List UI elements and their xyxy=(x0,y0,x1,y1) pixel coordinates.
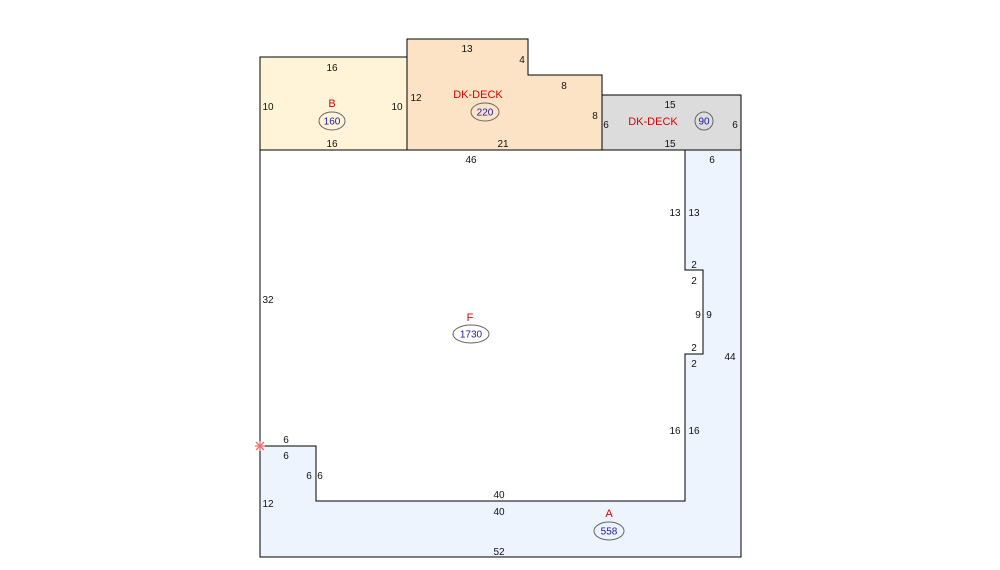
dimension-label: 9 xyxy=(695,310,701,321)
area-value-label: 1730 xyxy=(460,330,483,341)
area-name-label: DK-DECK xyxy=(453,89,503,101)
area-value-oval xyxy=(593,521,625,541)
dimension-label: 52 xyxy=(493,547,505,558)
area-name-label: F xyxy=(467,312,474,324)
area-dk2: DK-DECK 90 xyxy=(601,94,742,151)
dimension-label: 13 xyxy=(669,208,681,219)
dimension-label: 16 xyxy=(326,63,338,74)
dimension-label: 6 xyxy=(603,120,609,131)
dimension-label: 32 xyxy=(262,295,274,306)
dimension-label: 6 xyxy=(317,471,323,482)
dimension-label: 10 xyxy=(262,102,274,113)
dimension-label: 10 xyxy=(391,102,403,113)
dimension-label: 12 xyxy=(262,499,274,510)
dimension-label: 2 xyxy=(691,359,697,370)
dimension-label: 2 xyxy=(691,260,697,271)
dimension-label: 40 xyxy=(493,507,505,518)
dimension-label: 16 xyxy=(669,426,681,437)
dimension-label: 6 xyxy=(306,471,312,482)
dimension-label: 21 xyxy=(497,139,509,150)
dimension-label: 9 xyxy=(706,310,712,321)
dimension-label: 2 xyxy=(691,276,697,287)
area-f-outline xyxy=(259,149,704,502)
area-dk1-outline xyxy=(406,38,603,151)
area-value-oval xyxy=(470,102,500,122)
dimension-label: 40 xyxy=(493,490,505,501)
dimension-label: 6 xyxy=(283,435,289,446)
area-value-oval xyxy=(318,111,346,131)
area-value-label: 220 xyxy=(477,108,494,119)
dimension-label: 13 xyxy=(461,44,473,55)
dimension-label: 12 xyxy=(410,93,422,104)
area-value-label: 558 xyxy=(601,527,618,538)
dimension-label: 16 xyxy=(688,426,700,437)
dimension-label: 6 xyxy=(283,451,289,462)
area-a-outline xyxy=(259,149,742,558)
dimension-label: 15 xyxy=(664,139,676,150)
dimension-label: 46 xyxy=(465,155,477,166)
area-a: A 558 xyxy=(259,149,742,558)
dimension-label: 2 xyxy=(691,343,697,354)
dimension-label: 6 xyxy=(732,120,738,131)
area-value-label: 90 xyxy=(698,117,710,128)
dimension-label: 8 xyxy=(561,81,567,92)
area-value-label: 160 xyxy=(324,117,341,128)
dimension-label: 13 xyxy=(688,208,700,219)
area-value-oval xyxy=(694,111,714,131)
area-dk1: DK-DECK 220 xyxy=(406,38,603,151)
area-name-label: A xyxy=(605,508,613,520)
area-value-oval xyxy=(452,324,490,344)
area-name-label: DK-DECK xyxy=(628,116,678,128)
dimension-label: 15 xyxy=(664,100,676,111)
start-point-icon xyxy=(255,441,265,451)
dimension-label: 8 xyxy=(592,111,598,122)
dimension-label: 44 xyxy=(724,352,736,363)
dimension-label: 6 xyxy=(709,155,715,166)
dimension-label: 16 xyxy=(326,139,338,150)
dimension-label: 4 xyxy=(519,55,525,66)
area-name-label: B xyxy=(328,98,335,110)
area-f: F 1730 xyxy=(259,149,704,502)
